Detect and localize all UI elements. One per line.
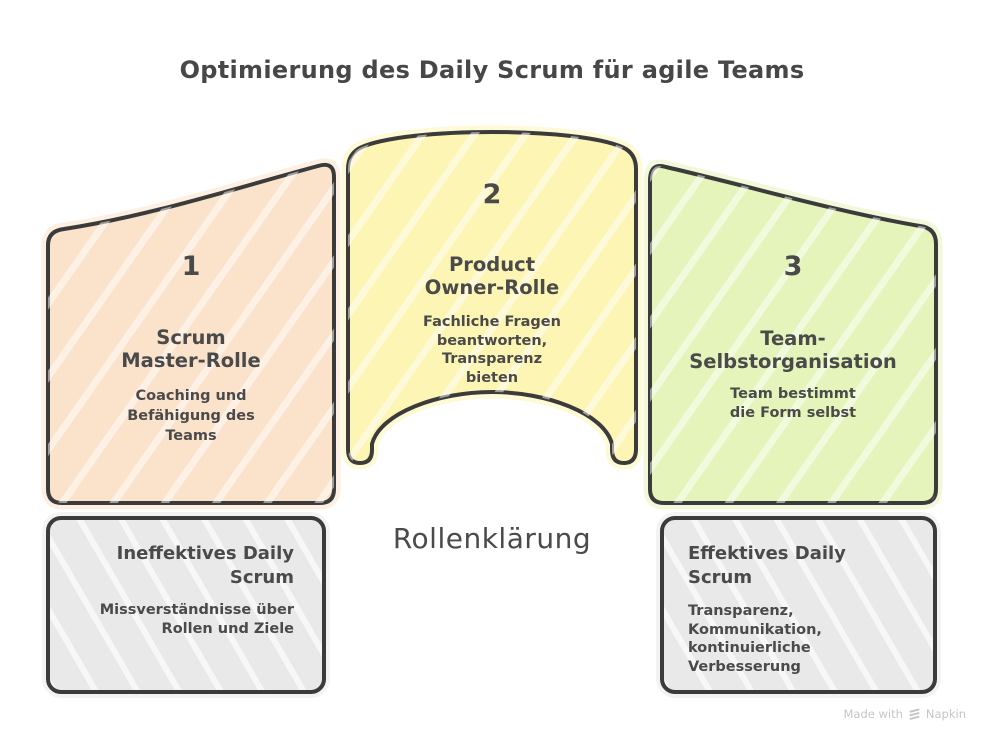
panel-2-heading: Product Owner-Rolle	[424, 253, 560, 299]
bridge-panel-2-texture	[348, 132, 636, 463]
bridge-panel-3-texture	[650, 165, 936, 504]
panel-1-description: Coaching und Befähigung des Teams	[127, 388, 255, 444]
panel-2-number: 2	[482, 179, 502, 210]
diagram-title: Optimierung des Daily Scrum für agile Te…	[179, 56, 805, 84]
watermark-brand: Napkin	[925, 707, 966, 721]
watermark-prefix: Made with	[843, 707, 903, 721]
panel-3-heading: Team- Selbstorganisation	[689, 327, 897, 373]
panel-2-description: Fachliche Fragen beantworten, Transparen…	[423, 314, 561, 386]
outcome-effective-heading: Effektives Daily Scrum	[688, 543, 846, 588]
panel-1-number: 1	[181, 251, 201, 282]
bridge-panel-1-texture	[48, 164, 334, 504]
napkin-logo-icon	[908, 708, 921, 721]
panel-1-heading: Scrum Master-Rolle	[121, 326, 261, 372]
outcome-box-ineffective	[46, 516, 326, 694]
outcome-box-effective	[660, 516, 937, 694]
outcome-ineffective-description: Missverständnisse über Rollen und Ziele	[99, 602, 294, 637]
outcome-ineffective-heading: Ineffektives Daily Scrum	[116, 543, 294, 588]
napkin-watermark-link[interactable]: Made with Napkin	[844, 707, 967, 721]
outcome-effective-description: Transparenz, Kommunikation, kontinuierli…	[688, 603, 822, 675]
panel-3-number: 3	[783, 251, 803, 282]
bridge-center-label: Rollenklärung	[392, 522, 592, 555]
panel-3-description: Team bestimmt die Form selbst	[729, 386, 857, 421]
